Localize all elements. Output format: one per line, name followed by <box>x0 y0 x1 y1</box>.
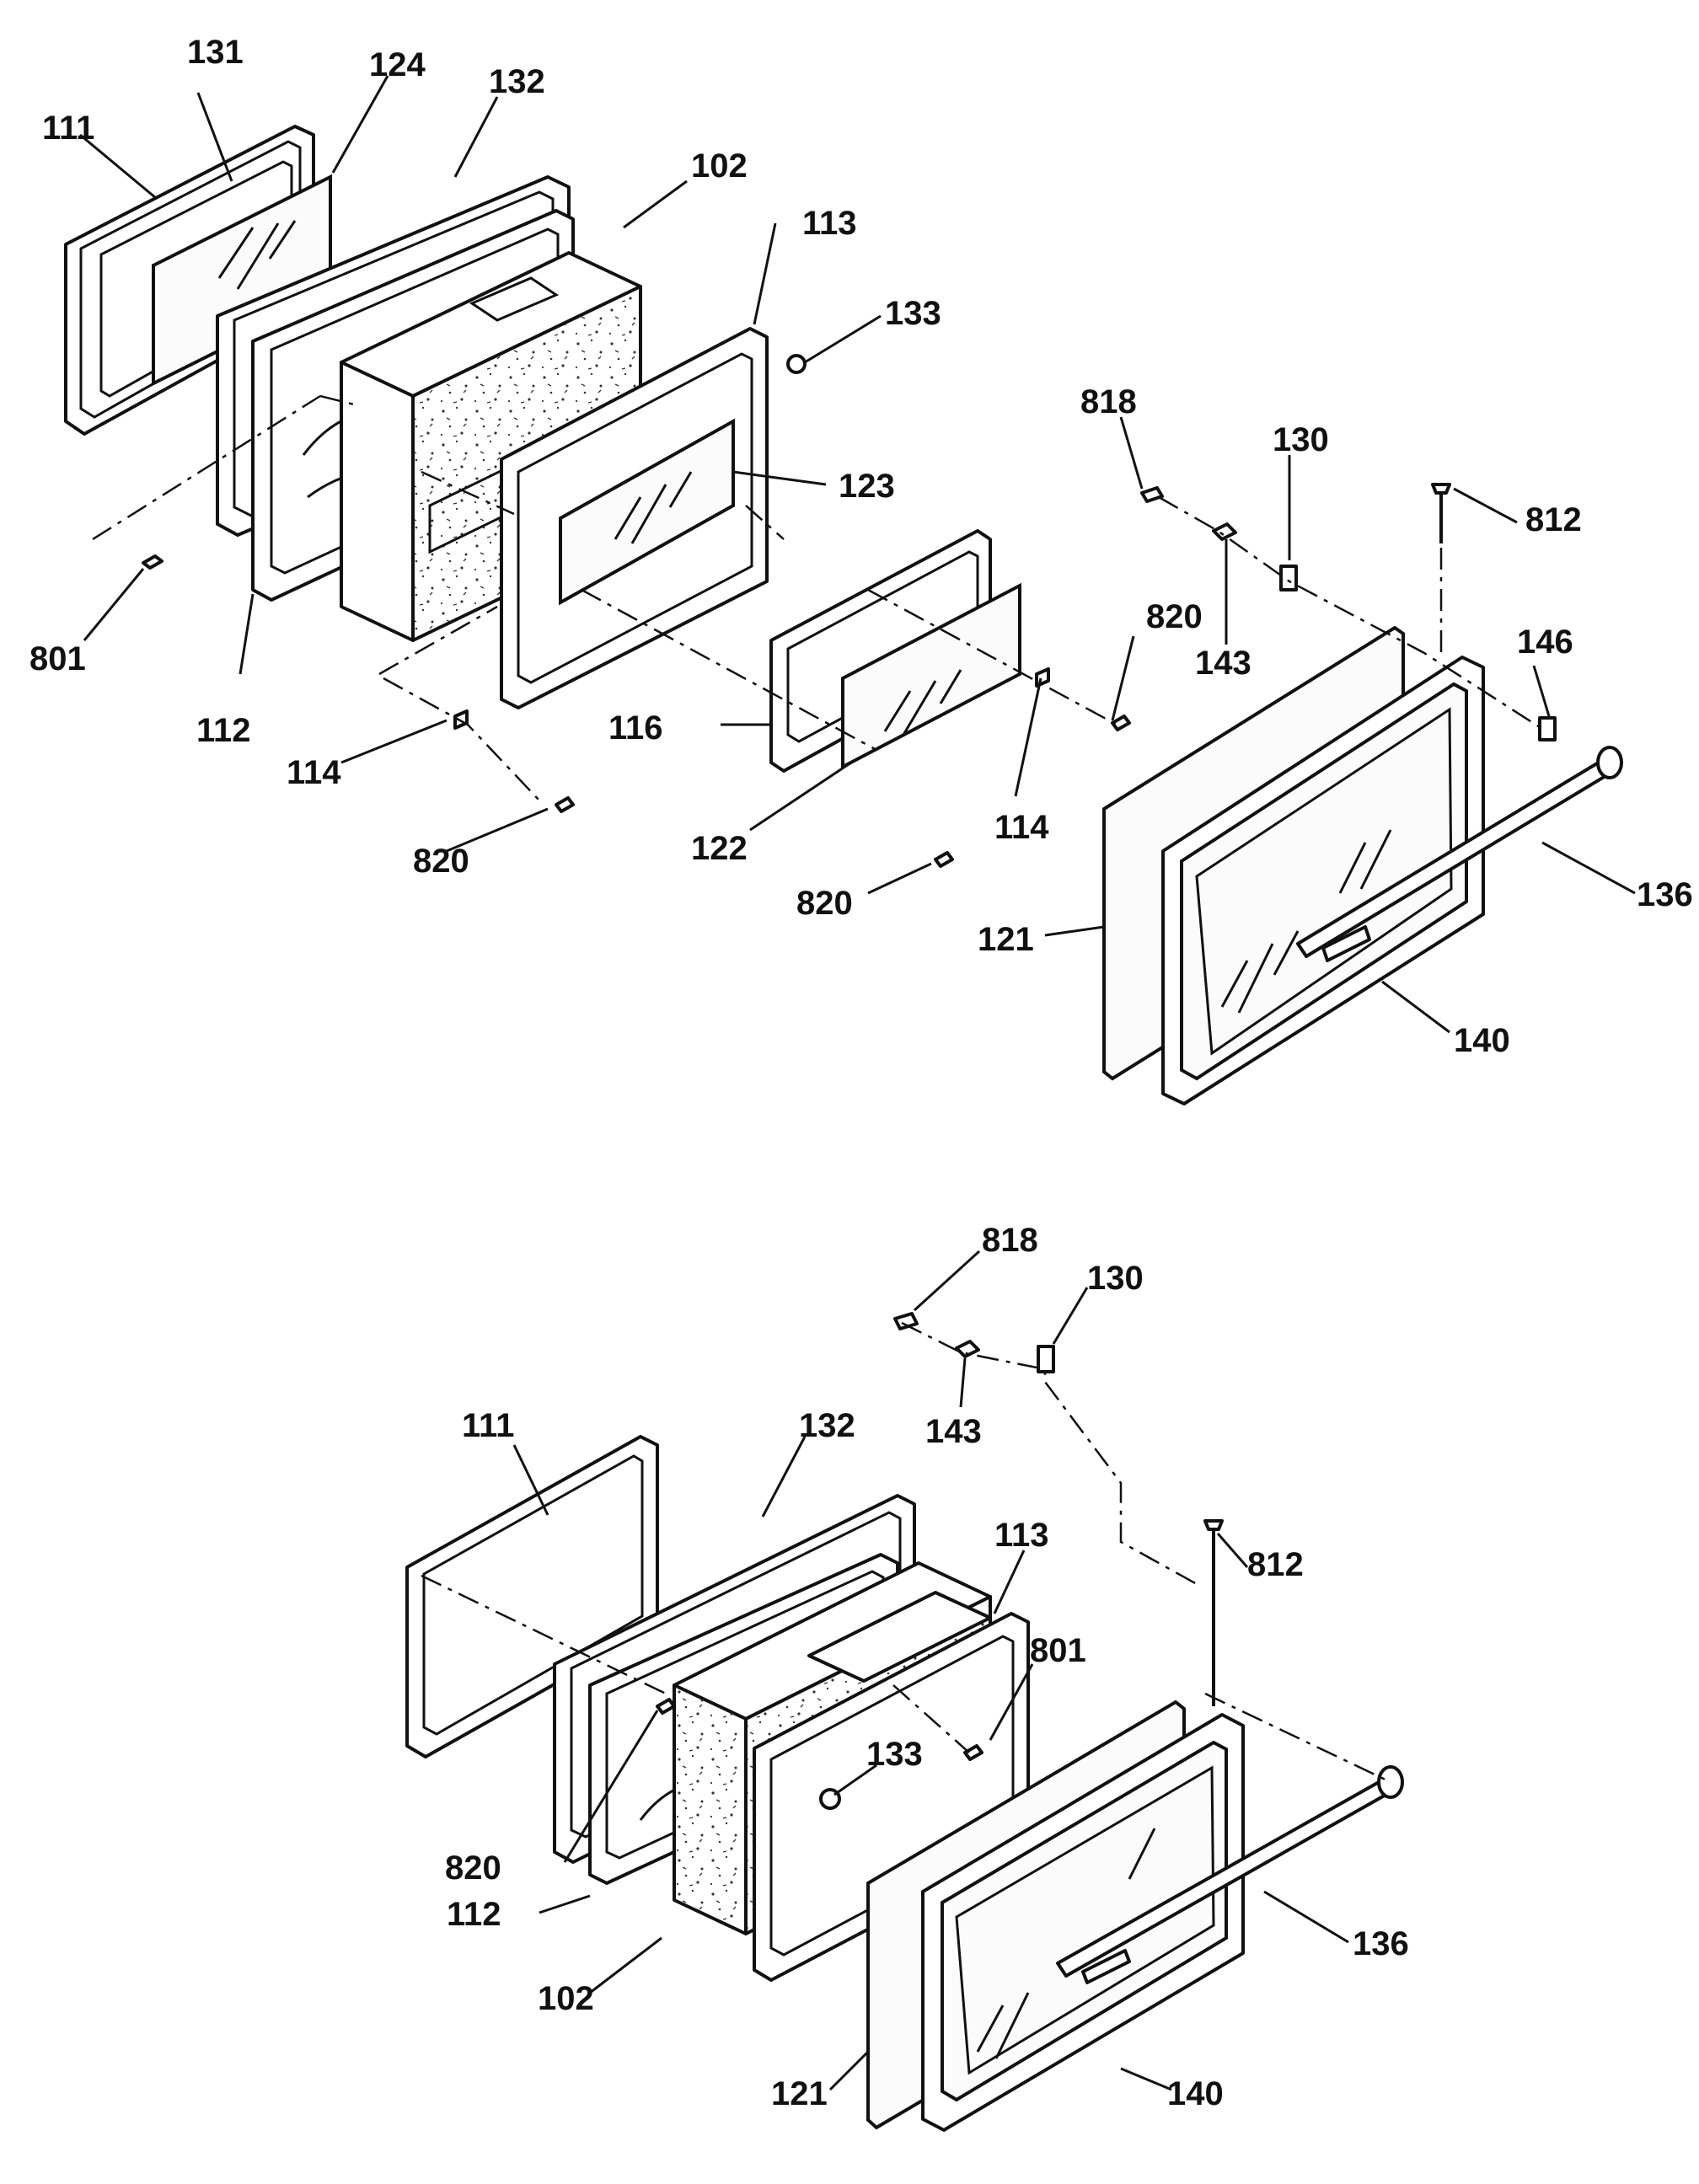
assembly-lines-upper <box>92 394 1543 801</box>
part-123-upper <box>559 418 735 606</box>
lower-assembly: 818 130 143 111 132 113 801 812 820 133 … <box>405 1222 1409 2132</box>
hardware-lower <box>656 1312 1224 1810</box>
callouts-upper: 111 131 124 132 102 113 133 123 801 112 … <box>29 34 1693 1059</box>
callouts-lower: 818 130 143 111 132 113 801 812 820 133 … <box>445 1222 1409 2112</box>
callout-136: 136 <box>1353 1925 1409 1962</box>
callout-820: 820 <box>796 885 853 922</box>
callout-111: 111 <box>42 110 94 147</box>
part-136-lower <box>1056 1765 1404 1978</box>
callout-133: 133 <box>885 295 941 332</box>
callout-132: 132 <box>489 63 545 100</box>
callout-140: 140 <box>1454 1022 1510 1059</box>
callout-124: 124 <box>369 46 426 83</box>
hardware-upper <box>142 354 1557 868</box>
callout-112: 112 <box>196 712 251 749</box>
callout-133: 133 <box>866 1736 923 1773</box>
callout-143: 143 <box>925 1413 982 1450</box>
callout-122: 122 <box>691 830 748 867</box>
leaders-upper <box>79 75 1636 1034</box>
callout-112: 112 <box>447 1896 501 1933</box>
callout-146: 146 <box>1517 624 1573 661</box>
part-122-upper <box>841 582 1021 770</box>
upper-assembly: 111 131 124 132 102 113 133 123 801 112 … <box>29 34 1693 1105</box>
callout-116: 116 <box>608 709 663 747</box>
callout-113: 113 <box>994 1517 1049 1554</box>
callout-132: 132 <box>799 1407 855 1444</box>
part-140-lower <box>921 1713 1245 2132</box>
part-140-upper <box>1161 656 1485 1105</box>
callout-113: 113 <box>802 205 857 242</box>
callout-121: 121 <box>978 921 1034 958</box>
callout-818: 818 <box>982 1222 1038 1259</box>
callout-136: 136 <box>1637 876 1693 913</box>
callout-111: 111 <box>462 1407 514 1444</box>
callout-801: 801 <box>1030 1632 1086 1669</box>
callout-114: 114 <box>994 809 1049 846</box>
callout-143: 143 <box>1195 645 1251 682</box>
callout-820: 820 <box>1146 598 1203 635</box>
callout-121: 121 <box>771 2075 828 2112</box>
callout-812: 812 <box>1247 1546 1304 1583</box>
callout-820: 820 <box>413 843 469 880</box>
assembly-lines-lower <box>421 1321 1391 1784</box>
callout-130: 130 <box>1273 421 1329 458</box>
callout-130: 130 <box>1087 1260 1144 1297</box>
callout-102: 102 <box>538 1980 594 2017</box>
leaders-lower <box>512 1250 1349 2091</box>
callout-131: 131 <box>187 34 244 71</box>
callout-102: 102 <box>691 147 748 185</box>
callout-812: 812 <box>1525 501 1582 538</box>
callout-801: 801 <box>29 640 86 677</box>
callout-818: 818 <box>1080 383 1137 420</box>
callout-140: 140 <box>1167 2075 1224 2112</box>
callout-820: 820 <box>445 1849 501 1887</box>
callout-114: 114 <box>287 754 341 791</box>
part-136-upper <box>1296 746 1623 958</box>
callout-123: 123 <box>839 468 895 505</box>
